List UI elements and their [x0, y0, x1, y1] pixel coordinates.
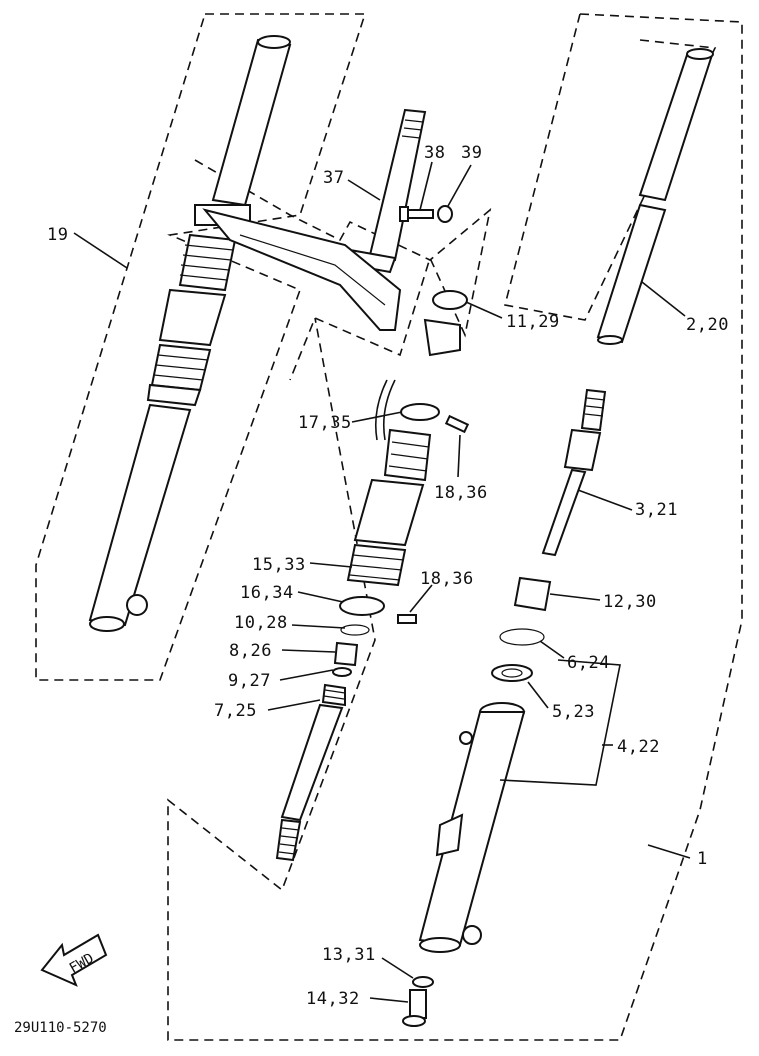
bolt-14-32 [402, 989, 427, 1027]
callout-17-35: 17,35 [298, 413, 352, 433]
callout-13-31: 13,31 [322, 945, 376, 965]
callout-9-27: 9,27 [228, 671, 271, 691]
inner-tube-upper [638, 48, 714, 202]
screw-18-36-lower [397, 614, 417, 624]
washer-39 [437, 205, 453, 223]
spring-7-25 [275, 683, 346, 862]
left-fork-leg [88, 35, 292, 632]
clamp-bracket [423, 318, 461, 357]
callout-19: 19 [47, 225, 68, 245]
callout-11-29: 11,29 [506, 312, 560, 332]
callout-10-28: 10,28 [234, 613, 288, 633]
inner-tube-2-20 [596, 203, 667, 345]
callout-5-23: 5,23 [552, 702, 595, 722]
drawing-code: 29U110-5270 [14, 1020, 107, 1036]
oil-seal-5-23 [491, 664, 533, 682]
callout-8-26: 8,26 [229, 641, 272, 661]
washer-9-27 [332, 667, 352, 677]
collar-8-26 [333, 641, 359, 667]
outline-right-fork-assembly [167, 13, 743, 1041]
callout-16-34: 16,34 [240, 583, 294, 603]
rubber-boot-15-33 [346, 428, 432, 587]
outline-steering-stem [194, 159, 492, 381]
leader-lines [73, 161, 691, 1003]
fwd-arrow-icon: FWD [40, 933, 108, 987]
clip-10-28 [340, 624, 370, 636]
steering-stem [202, 108, 427, 331]
callout-3-21: 3,21 [635, 500, 678, 520]
cap-11-29 [432, 290, 468, 310]
callout-14-32: 14,32 [306, 989, 360, 1009]
callout-4-22: 4,22 [617, 737, 660, 757]
clamp-16-34 [339, 596, 385, 616]
screw-18-36-upper [444, 414, 470, 434]
callout-7-25: 7,25 [214, 701, 257, 721]
pipe-line [374, 379, 396, 441]
bolt-38 [399, 206, 434, 222]
callout-15-33: 15,33 [252, 555, 306, 575]
outer-tube-4-22 [418, 702, 526, 953]
callout-37: 37 [323, 168, 344, 188]
ring-17-35 [400, 403, 440, 421]
callout-18-36-lower: 18,36 [420, 569, 474, 589]
callout-18-36-upper: 18,36 [434, 483, 488, 503]
callout-39: 39 [461, 143, 482, 163]
outline-outer-tube-group [504, 13, 717, 321]
piece-12-30 [513, 576, 552, 612]
outline-left-fork-assembly [35, 13, 367, 681]
callout-38: 38 [424, 143, 445, 163]
circlip-6-24 [499, 628, 545, 646]
callout-1: 1 [697, 849, 708, 869]
callout-2-20: 2,20 [686, 315, 729, 335]
callout-6-24: 6,24 [567, 653, 610, 673]
washer-13-31 [412, 976, 434, 988]
damper-rod-3-21 [541, 388, 607, 557]
callout-12-30: 12,30 [603, 592, 657, 612]
